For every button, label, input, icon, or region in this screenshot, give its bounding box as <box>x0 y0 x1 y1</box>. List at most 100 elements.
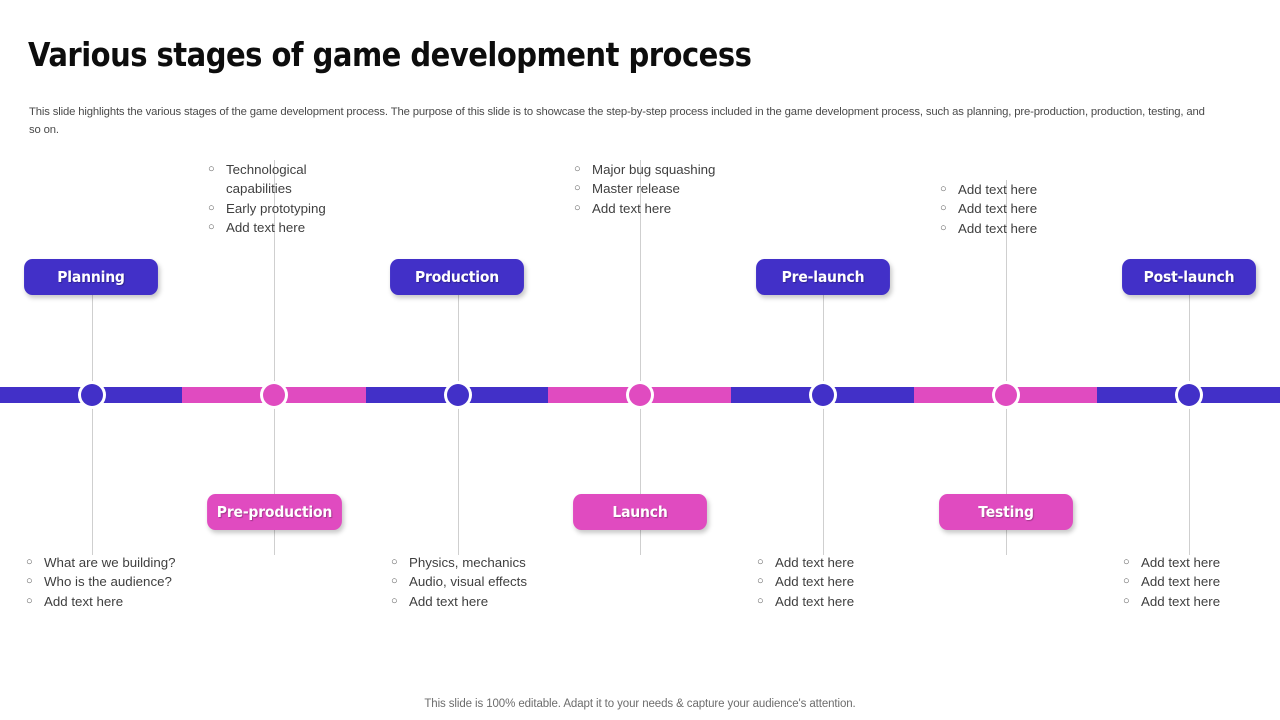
connector-line <box>1189 403 1190 555</box>
pre-launch-bullets: ○ Add text here ○ Add text here ○ Add text he… <box>757 553 927 611</box>
bullet-item: ○Add text here <box>940 199 1110 218</box>
footer-note: This slide is 100% editable. Adapt it to… <box>424 698 856 710</box>
bullet-item: ○ Add text here <box>1123 553 1280 572</box>
stage-badge-launch[interactable]: Launch <box>573 494 707 530</box>
bullet-item: ○ Add text here <box>574 199 724 218</box>
bullet-item: ○ Add text here <box>940 219 1110 238</box>
bullet-circle-icon: ○ <box>757 594 764 607</box>
bullet-text: Add text here <box>1141 574 1221 590</box>
timeline-node-dot[interactable] <box>447 384 469 406</box>
connector-line <box>458 403 459 555</box>
bullet-circle-icon: ○ <box>574 182 581 195</box>
bullet-text: Add text here <box>958 182 1038 197</box>
bullet-circle-icon: ○ <box>940 202 947 215</box>
bullet-circle-icon: ○ <box>391 594 398 607</box>
launch-bullets: ○ Major bug squashing ○ Master release ○ Add … <box>574 160 724 218</box>
bullet-item: ○ Add text here <box>940 180 1110 199</box>
bullet-circle-icon: ○ <box>940 221 947 234</box>
stage-badge-post-launch[interactable]: Post-launch <box>1122 259 1256 295</box>
timeline-node-dot[interactable] <box>629 384 651 406</box>
bullet-circle-icon: ○ <box>391 575 398 588</box>
bullet-circle-icon: ○ <box>574 201 581 214</box>
bullet-text: Physics, mechanics <box>409 555 526 570</box>
timeline-node-dot[interactable] <box>263 384 285 406</box>
bullet-item: ○ Technological capabilities <box>208 160 368 199</box>
timeline-node-dot[interactable] <box>1178 384 1200 406</box>
planning-bullets: ○ What are we building? ○ Who is the audien… <box>26 553 206 611</box>
connector-line <box>274 160 275 494</box>
bullet-circle-icon: ○ <box>940 183 947 195</box>
bullet-text: Audio, visual effects <box>409 574 528 590</box>
bullet-item: ○ Who is the audience? <box>26 572 206 591</box>
bullet-text: Add text here <box>775 555 855 570</box>
production-bullets: ○ Physics, mechanics ○ Audio, visual effect… <box>391 553 551 611</box>
bullet-text: Add text here <box>775 574 855 590</box>
bullet-circle-icon: ○ <box>208 201 215 214</box>
bullet-circle-icon: ○ <box>757 575 764 588</box>
bullet-text: Add text here <box>409 593 489 609</box>
bullet-text: Add text here <box>1141 593 1221 609</box>
connector-line <box>1006 180 1007 494</box>
bullet-circle-icon: ○ <box>26 594 33 607</box>
bullet-item: ○ Physics, mechanics <box>391 553 551 572</box>
bullet-item: ○ Add text here <box>208 218 368 237</box>
connector-line <box>458 287 459 387</box>
bullet-item: ○ Add text here <box>757 572 927 591</box>
pre-production-bullets: ○ Technological capabilities ○ Early protot… <box>208 160 368 237</box>
post-launch-bullets: ○ Add text here ○ Add text here ○ Add text he… <box>1123 553 1280 611</box>
testing-bullets: ○Add text here○Add text here○Add text he… <box>940 180 1110 238</box>
bullet-circle-icon: ○ <box>757 556 764 568</box>
bullet-text: Who is the audience? <box>44 574 172 590</box>
bullet-text: Add text here <box>44 593 124 609</box>
bullet-item: ○ Add text here <box>391 592 551 611</box>
bullet-item: ○ Major bug squashing <box>574 160 724 179</box>
connector-line <box>274 530 275 555</box>
stage-badge-pre-launch[interactable]: Pre-launch <box>756 259 890 295</box>
slide-description: This slide highlights the various stages… <box>29 106 1205 136</box>
bullet-item: ○ Add text here <box>26 592 206 611</box>
connector-line <box>823 287 824 387</box>
connector-line <box>92 287 93 387</box>
bullet-text: Major bug squashing <box>592 162 716 177</box>
bullet-circle-icon: ○ <box>26 575 33 588</box>
bullet-item: ○ Early prototyping <box>208 199 368 218</box>
connector-line <box>640 530 641 555</box>
bullet-text: Add text here <box>226 219 306 235</box>
bullet-item: ○ Add text here <box>757 592 927 611</box>
bullet-text: Technological capabilities <box>226 162 307 197</box>
bullet-circle-icon: ○ <box>1123 594 1130 607</box>
bullet-text: Add text here <box>958 220 1038 236</box>
bullet-item: ○ Audio, visual effects <box>391 572 551 591</box>
bullet-circle-icon: ○ <box>26 556 33 568</box>
timeline-node-dot[interactable] <box>812 384 834 406</box>
bullet-text: Master release <box>592 181 680 197</box>
bullet-item: ○ Add text here <box>1123 572 1280 591</box>
connector-line <box>92 403 93 555</box>
bullet-circle-icon: ○ <box>391 556 398 568</box>
timeline-node-dot[interactable] <box>81 384 103 406</box>
page-title: Various stages of game development proce… <box>28 35 752 74</box>
timeline-node-dot[interactable] <box>995 384 1017 406</box>
stage-badge-testing[interactable]: Testing <box>939 494 1073 530</box>
bullet-item: ○ What are we building? <box>26 553 206 572</box>
bullet-text: Early prototyping <box>226 200 326 216</box>
bullet-circle-icon: ○ <box>208 220 215 233</box>
bullet-circle-icon: ○ <box>574 163 581 175</box>
connector-line <box>1189 287 1190 387</box>
bullet-circle-icon: ○ <box>208 163 215 175</box>
bullet-item: ○ Add text here <box>757 553 927 572</box>
bullet-text: What are we building? <box>44 555 176 570</box>
bullet-item: ○ Master release <box>574 179 724 198</box>
connector-line <box>1006 530 1007 555</box>
connector-line <box>823 403 824 555</box>
bullet-text: Add text here <box>592 200 672 216</box>
stage-badge-pre-production[interactable]: Pre-production <box>207 494 342 530</box>
stage-badge-production[interactable]: Production <box>390 259 524 295</box>
bullet-circle-icon: ○ <box>1123 556 1130 568</box>
bullet-item: ○ Add text here <box>1123 592 1280 611</box>
bullet-circle-icon: ○ <box>1123 575 1130 588</box>
connector-line <box>640 160 641 494</box>
bullet-text: Add text here <box>775 593 855 609</box>
stage-badge-planning[interactable]: Planning <box>24 259 158 295</box>
bullet-text: Add text here <box>1141 555 1221 570</box>
